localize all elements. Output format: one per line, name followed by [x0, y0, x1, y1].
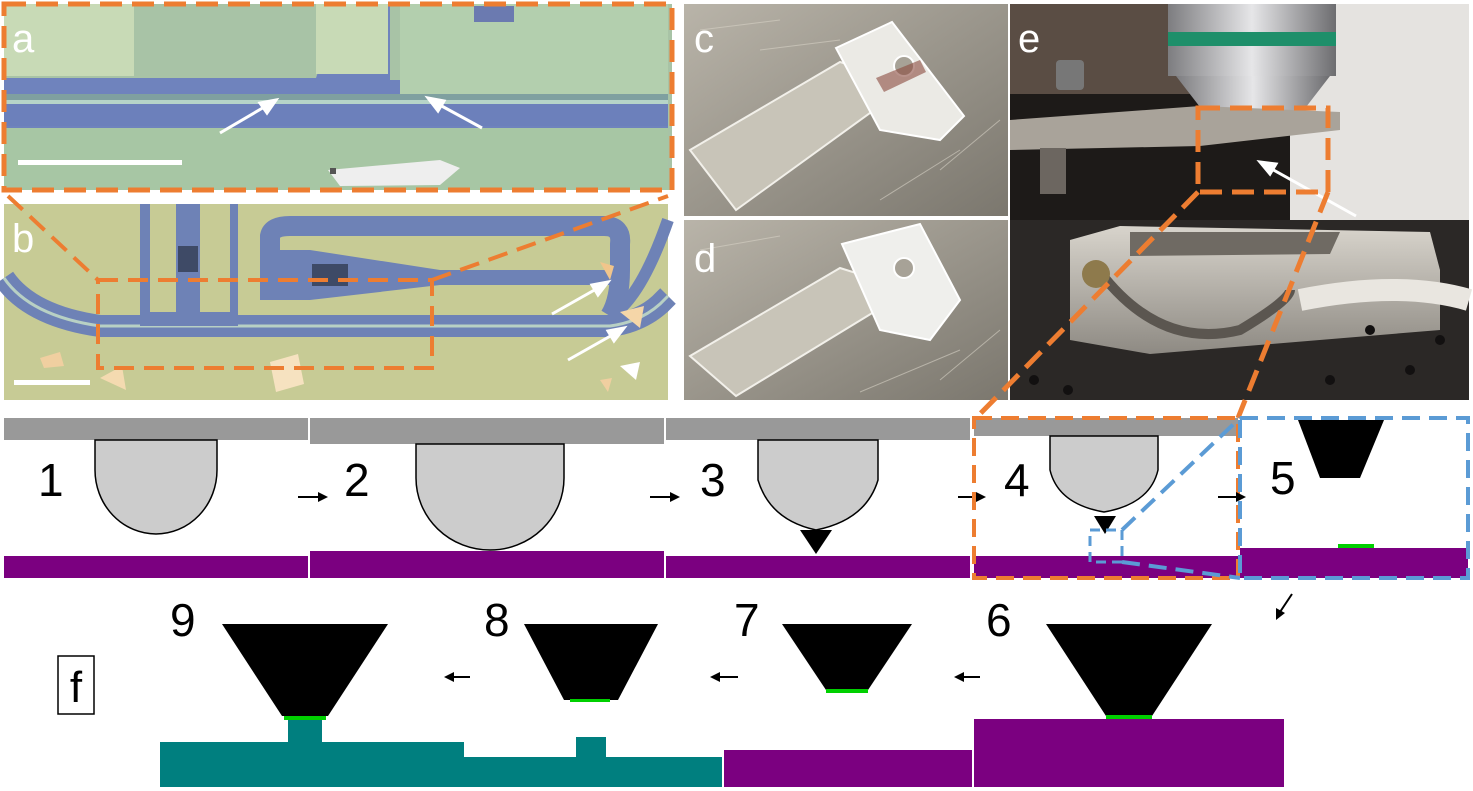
- process-step-8: 8: [464, 594, 722, 787]
- step-arrow-6-7: [954, 672, 980, 682]
- process-step-5: 5: [1238, 416, 1470, 580]
- flake: [1106, 715, 1152, 719]
- step-label-9: 9: [170, 594, 196, 646]
- process-step-2: 2: [310, 418, 664, 578]
- substrate: [974, 556, 1238, 578]
- panel-d-photo: d: [684, 220, 1008, 400]
- polymer-tip: [800, 530, 832, 554]
- zoom-connector-e-left: [974, 190, 1200, 420]
- panel-label-c: c: [694, 17, 714, 61]
- step-label-1: 1: [38, 454, 64, 506]
- glass-slide: [310, 418, 664, 444]
- polymer-tip: [222, 624, 388, 716]
- glass-slide: [4, 418, 308, 440]
- process-step-3: 3: [666, 418, 970, 578]
- chip-substrate: [464, 757, 722, 787]
- zoom-connector-blue-bottom: [1121, 560, 1241, 580]
- step-label-4: 4: [1004, 454, 1030, 506]
- substrate: [310, 551, 664, 578]
- polymer-tip: [1046, 624, 1212, 716]
- chip-waveguide: [576, 737, 606, 757]
- polymer-tip: [1094, 516, 1116, 534]
- step-label-8: 8: [484, 594, 510, 646]
- step-label-6: 6: [986, 594, 1012, 646]
- polymer-droplet: [94, 439, 218, 535]
- substrate: [4, 556, 308, 578]
- scale-bar-a: [18, 160, 182, 165]
- step-arrow-2-3: [650, 492, 680, 502]
- zoom-box-e: [1195, 105, 1331, 195]
- chip-substrate: [160, 742, 464, 787]
- panel-e-photo: e: [1010, 4, 1473, 400]
- step-label-7: 7: [734, 594, 760, 646]
- zoom-box-orange-step-4: [972, 416, 1240, 580]
- glass-slide: [974, 418, 1238, 436]
- polymer-droplet: [1049, 435, 1159, 513]
- panel-label-a: a: [12, 17, 35, 61]
- chip-waveguide: [288, 720, 322, 742]
- glass-slide: [666, 418, 970, 440]
- zoom-connector-e-right: [1235, 191, 1331, 419]
- polymer-tip: [782, 624, 912, 690]
- process-step-7: 7: [724, 594, 972, 787]
- panel-label-b: b: [12, 217, 34, 261]
- process-step-6: 6: [974, 594, 1284, 787]
- process-step-4: 4: [972, 416, 1240, 580]
- step-arrow-1-2: [298, 492, 328, 502]
- panel-label-e: e: [1018, 17, 1040, 61]
- flake: [284, 716, 326, 720]
- zoom-box-b: [96, 278, 434, 370]
- panel-a-micrograph: a: [1, 1, 675, 193]
- substrate: [666, 556, 970, 578]
- scale-bar-b: [14, 380, 90, 385]
- substrate: [974, 719, 1284, 787]
- step-arrow-5-6: [1276, 593, 1293, 620]
- zoom-connector-left: [6, 194, 100, 282]
- process-step-1: 1: [4, 418, 308, 578]
- substrate: [724, 750, 972, 787]
- step-label-5: 5: [1270, 452, 1296, 504]
- panel-label-f: f: [70, 663, 83, 712]
- zoom-connector-right: [431, 194, 669, 282]
- step-label-2: 2: [344, 454, 370, 506]
- flake: [826, 689, 868, 693]
- step-arrow-7-8: [710, 672, 738, 682]
- substrate: [1240, 548, 1468, 578]
- flake: [570, 699, 610, 702]
- polymer-droplet: [415, 443, 565, 551]
- panel-c-photo: c: [684, 4, 1008, 216]
- step-arrow-4-5: [1218, 492, 1246, 502]
- polymer-droplet: [757, 439, 879, 531]
- process-step-9: 9: [160, 594, 464, 787]
- polymer-tip-zoomed: [1298, 420, 1384, 478]
- flake: [1338, 544, 1374, 548]
- step-label-3: 3: [700, 454, 726, 506]
- zoom-box-step-4: [1088, 528, 1124, 564]
- panel-b-micrograph: b: [0, 204, 676, 400]
- zoom-connector-blue-top: [1120, 416, 1242, 532]
- zoom-box-blue-step-5: [1238, 416, 1470, 580]
- polymer-tip: [524, 624, 658, 700]
- step-arrow-8-9: [444, 672, 470, 682]
- panel-label-d: d: [694, 237, 716, 281]
- panel-label-f-box: f: [57, 655, 95, 715]
